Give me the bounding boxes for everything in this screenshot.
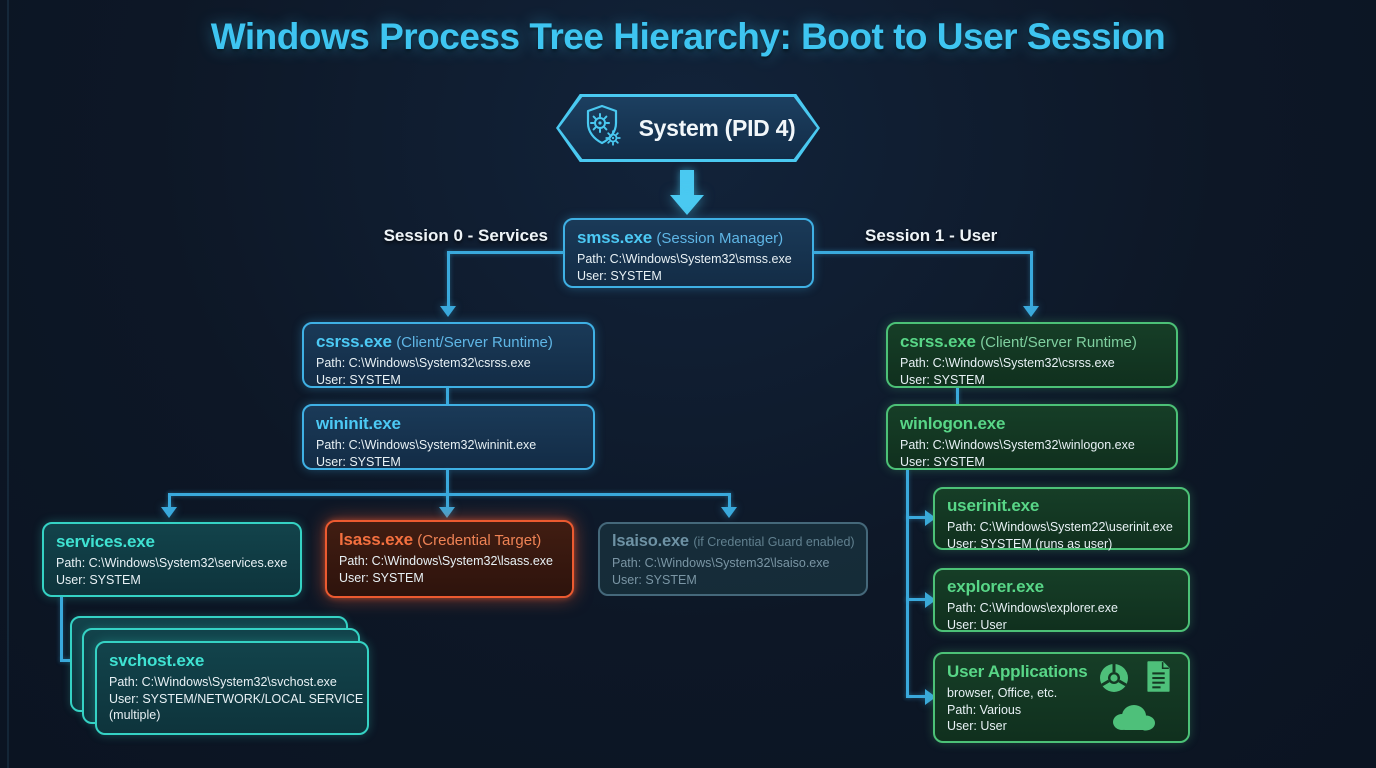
left-edge-divider bbox=[7, 0, 9, 768]
node-csrss-session0: csrss.exe (Client/Server Runtime) Path: … bbox=[302, 322, 595, 388]
connector-services-down bbox=[60, 597, 63, 661]
node-smss-name: smss.exe bbox=[577, 228, 652, 247]
arrow-right-icon bbox=[925, 510, 936, 526]
connector-to-explorer bbox=[906, 598, 927, 601]
connector-smss-to-csrss0 bbox=[447, 251, 450, 309]
node-userapps-path: Path: Various bbox=[947, 702, 1022, 717]
node-services: services.exe Path: C:\Windows\System32\s… bbox=[42, 522, 302, 597]
node-wininit-path: Path: C:\Windows\System32\wininit.exe bbox=[316, 438, 537, 452]
node-wininit-name: wininit.exe bbox=[316, 414, 401, 433]
node-svchost-path: Path: C:\Windows\System32\svchost.exe bbox=[109, 675, 337, 689]
connector-csrss1-to-winlogon bbox=[956, 388, 959, 404]
node-userinit: userinit.exe Path: C:\Windows\System22\u… bbox=[933, 487, 1190, 551]
connector-root-to-smss bbox=[680, 170, 694, 196]
node-csrss1-path: Path: C:\Windows\System32\csrss.exe bbox=[900, 356, 1115, 370]
node-smss-path: Path: C:\Windows\System32\smss.exe bbox=[577, 252, 792, 266]
node-lsaiso-name: lsaiso.exe bbox=[612, 532, 689, 550]
node-system-root: System (PID 4) bbox=[556, 94, 820, 162]
connector-to-userinit bbox=[906, 516, 927, 519]
node-userapps-user: User: User bbox=[947, 719, 1007, 733]
node-userapps-desc: browser, Office, etc. bbox=[947, 686, 1058, 700]
node-smss-subtitle: (Session Manager) bbox=[656, 230, 784, 247]
connector-wininit-spread bbox=[169, 493, 731, 496]
node-csrss0-subtitle: (Client/Server Runtime) bbox=[396, 334, 553, 351]
node-csrss0-user: User: SYSTEM bbox=[316, 372, 401, 387]
arrow-right-icon bbox=[925, 689, 936, 705]
cloud-icon bbox=[1108, 702, 1158, 737]
connector-smss-right bbox=[814, 251, 1033, 254]
node-userinit-user: User: SYSTEM (runs as user) bbox=[947, 536, 1113, 551]
node-svchost: svchost.exe Path: C:\Windows\System32\sv… bbox=[95, 641, 369, 735]
arrow-down-icon bbox=[1023, 306, 1039, 317]
node-lsass: lsass.exe (Credential Target) Path: C:\W… bbox=[325, 520, 574, 598]
connector-wininit-stub bbox=[446, 470, 449, 496]
node-wininit: wininit.exe Path: C:\Windows\System32\wi… bbox=[302, 404, 595, 470]
node-svchost-extra: (multiple) bbox=[109, 708, 161, 722]
node-winlogon-user: User: SYSTEM bbox=[900, 454, 985, 469]
node-smss: smss.exe (Session Manager) Path: C:\Wind… bbox=[563, 218, 814, 288]
node-user-applications: User Applications browser, Office, etc. … bbox=[933, 652, 1190, 743]
connector-smss-to-csrss1 bbox=[1030, 251, 1033, 309]
shield-gear-icon bbox=[581, 101, 627, 156]
node-csrss1-subtitle: (Client/Server Runtime) bbox=[980, 334, 1137, 351]
node-svchost-user: User: SYSTEM/NETWORK/LOCAL SERVICE bbox=[109, 691, 364, 706]
node-smss-user: User: SYSTEM bbox=[577, 268, 662, 283]
node-csrss1-name: csrss.exe bbox=[900, 332, 976, 351]
node-svchost-name: svchost.exe bbox=[109, 651, 205, 670]
session0-label: Session 0 - Services bbox=[383, 226, 548, 245]
page-title: Windows Process Tree Hierarchy: Boot to … bbox=[210, 16, 1166, 57]
arrow-down-icon bbox=[670, 195, 704, 215]
node-lsaiso-path: Path: C:\Windows\System32\lsaiso.exe bbox=[612, 556, 830, 570]
node-csrss-session1: csrss.exe (Client/Server Runtime) Path: … bbox=[886, 322, 1178, 388]
node-lsass-name: lsass.exe bbox=[339, 530, 413, 549]
node-explorer: explorer.exe Path: C:\Windows\explorer.e… bbox=[933, 568, 1190, 632]
browser-icon bbox=[1098, 662, 1130, 699]
node-userinit-name: userinit.exe bbox=[947, 496, 1040, 515]
connector-to-services bbox=[168, 493, 171, 510]
connector-winlogon-trunk bbox=[906, 470, 909, 698]
node-services-user: User: SYSTEM bbox=[56, 572, 141, 587]
arrow-down-icon bbox=[161, 507, 177, 518]
connector-services-to-svchost bbox=[60, 659, 79, 662]
connector-to-lsaiso bbox=[728, 493, 731, 510]
node-services-path: Path: C:\Windows\System32\services.exe bbox=[56, 556, 288, 570]
connector-to-userapps bbox=[906, 695, 927, 698]
session1-label: Session 1 - User bbox=[865, 226, 998, 245]
node-lsass-path: Path: C:\Windows\System32\lsass.exe bbox=[339, 554, 553, 568]
arrow-down-icon bbox=[439, 507, 455, 518]
node-services-name: services.exe bbox=[56, 532, 155, 551]
node-lsaiso-subtitle: (if Credential Guard enabled) bbox=[693, 535, 855, 549]
node-winlogon: winlogon.exe Path: C:\Windows\System32\w… bbox=[886, 404, 1178, 470]
arrow-down-icon bbox=[721, 507, 737, 518]
connector-to-lsass bbox=[446, 493, 449, 510]
node-userapps-name: User Applications bbox=[947, 662, 1088, 681]
node-csrss0-path: Path: C:\Windows\System32\csrss.exe bbox=[316, 356, 531, 370]
arrow-down-icon bbox=[440, 306, 456, 317]
node-csrss1-user: User: SYSTEM bbox=[900, 372, 985, 387]
node-explorer-path: Path: C:\Windows\explorer.exe bbox=[947, 601, 1118, 615]
connector-csrss0-to-wininit bbox=[446, 388, 449, 404]
arrow-right-icon bbox=[925, 592, 936, 608]
node-lsaiso: lsaiso.exe (if Credential Guard enabled)… bbox=[598, 522, 868, 596]
node-winlogon-name: winlogon.exe bbox=[900, 414, 1006, 433]
node-lsass-user: User: SYSTEM bbox=[339, 570, 424, 585]
root-node-label: System (PID 4) bbox=[638, 114, 796, 141]
connector-smss-left bbox=[447, 251, 564, 254]
node-explorer-user: User: User bbox=[947, 617, 1007, 632]
node-winlogon-path: Path: C:\Windows\System32\winlogon.exe bbox=[900, 438, 1135, 452]
node-lsaiso-user: User: SYSTEM bbox=[612, 572, 697, 587]
node-userinit-path: Path: C:\Windows\System22\userinit.exe bbox=[947, 520, 1173, 534]
document-icon bbox=[1145, 660, 1172, 698]
node-csrss0-name: csrss.exe bbox=[316, 332, 392, 351]
node-explorer-name: explorer.exe bbox=[947, 577, 1044, 596]
node-wininit-user: User: SYSTEM bbox=[316, 454, 401, 469]
node-lsass-subtitle: (Credential Target) bbox=[417, 532, 542, 549]
